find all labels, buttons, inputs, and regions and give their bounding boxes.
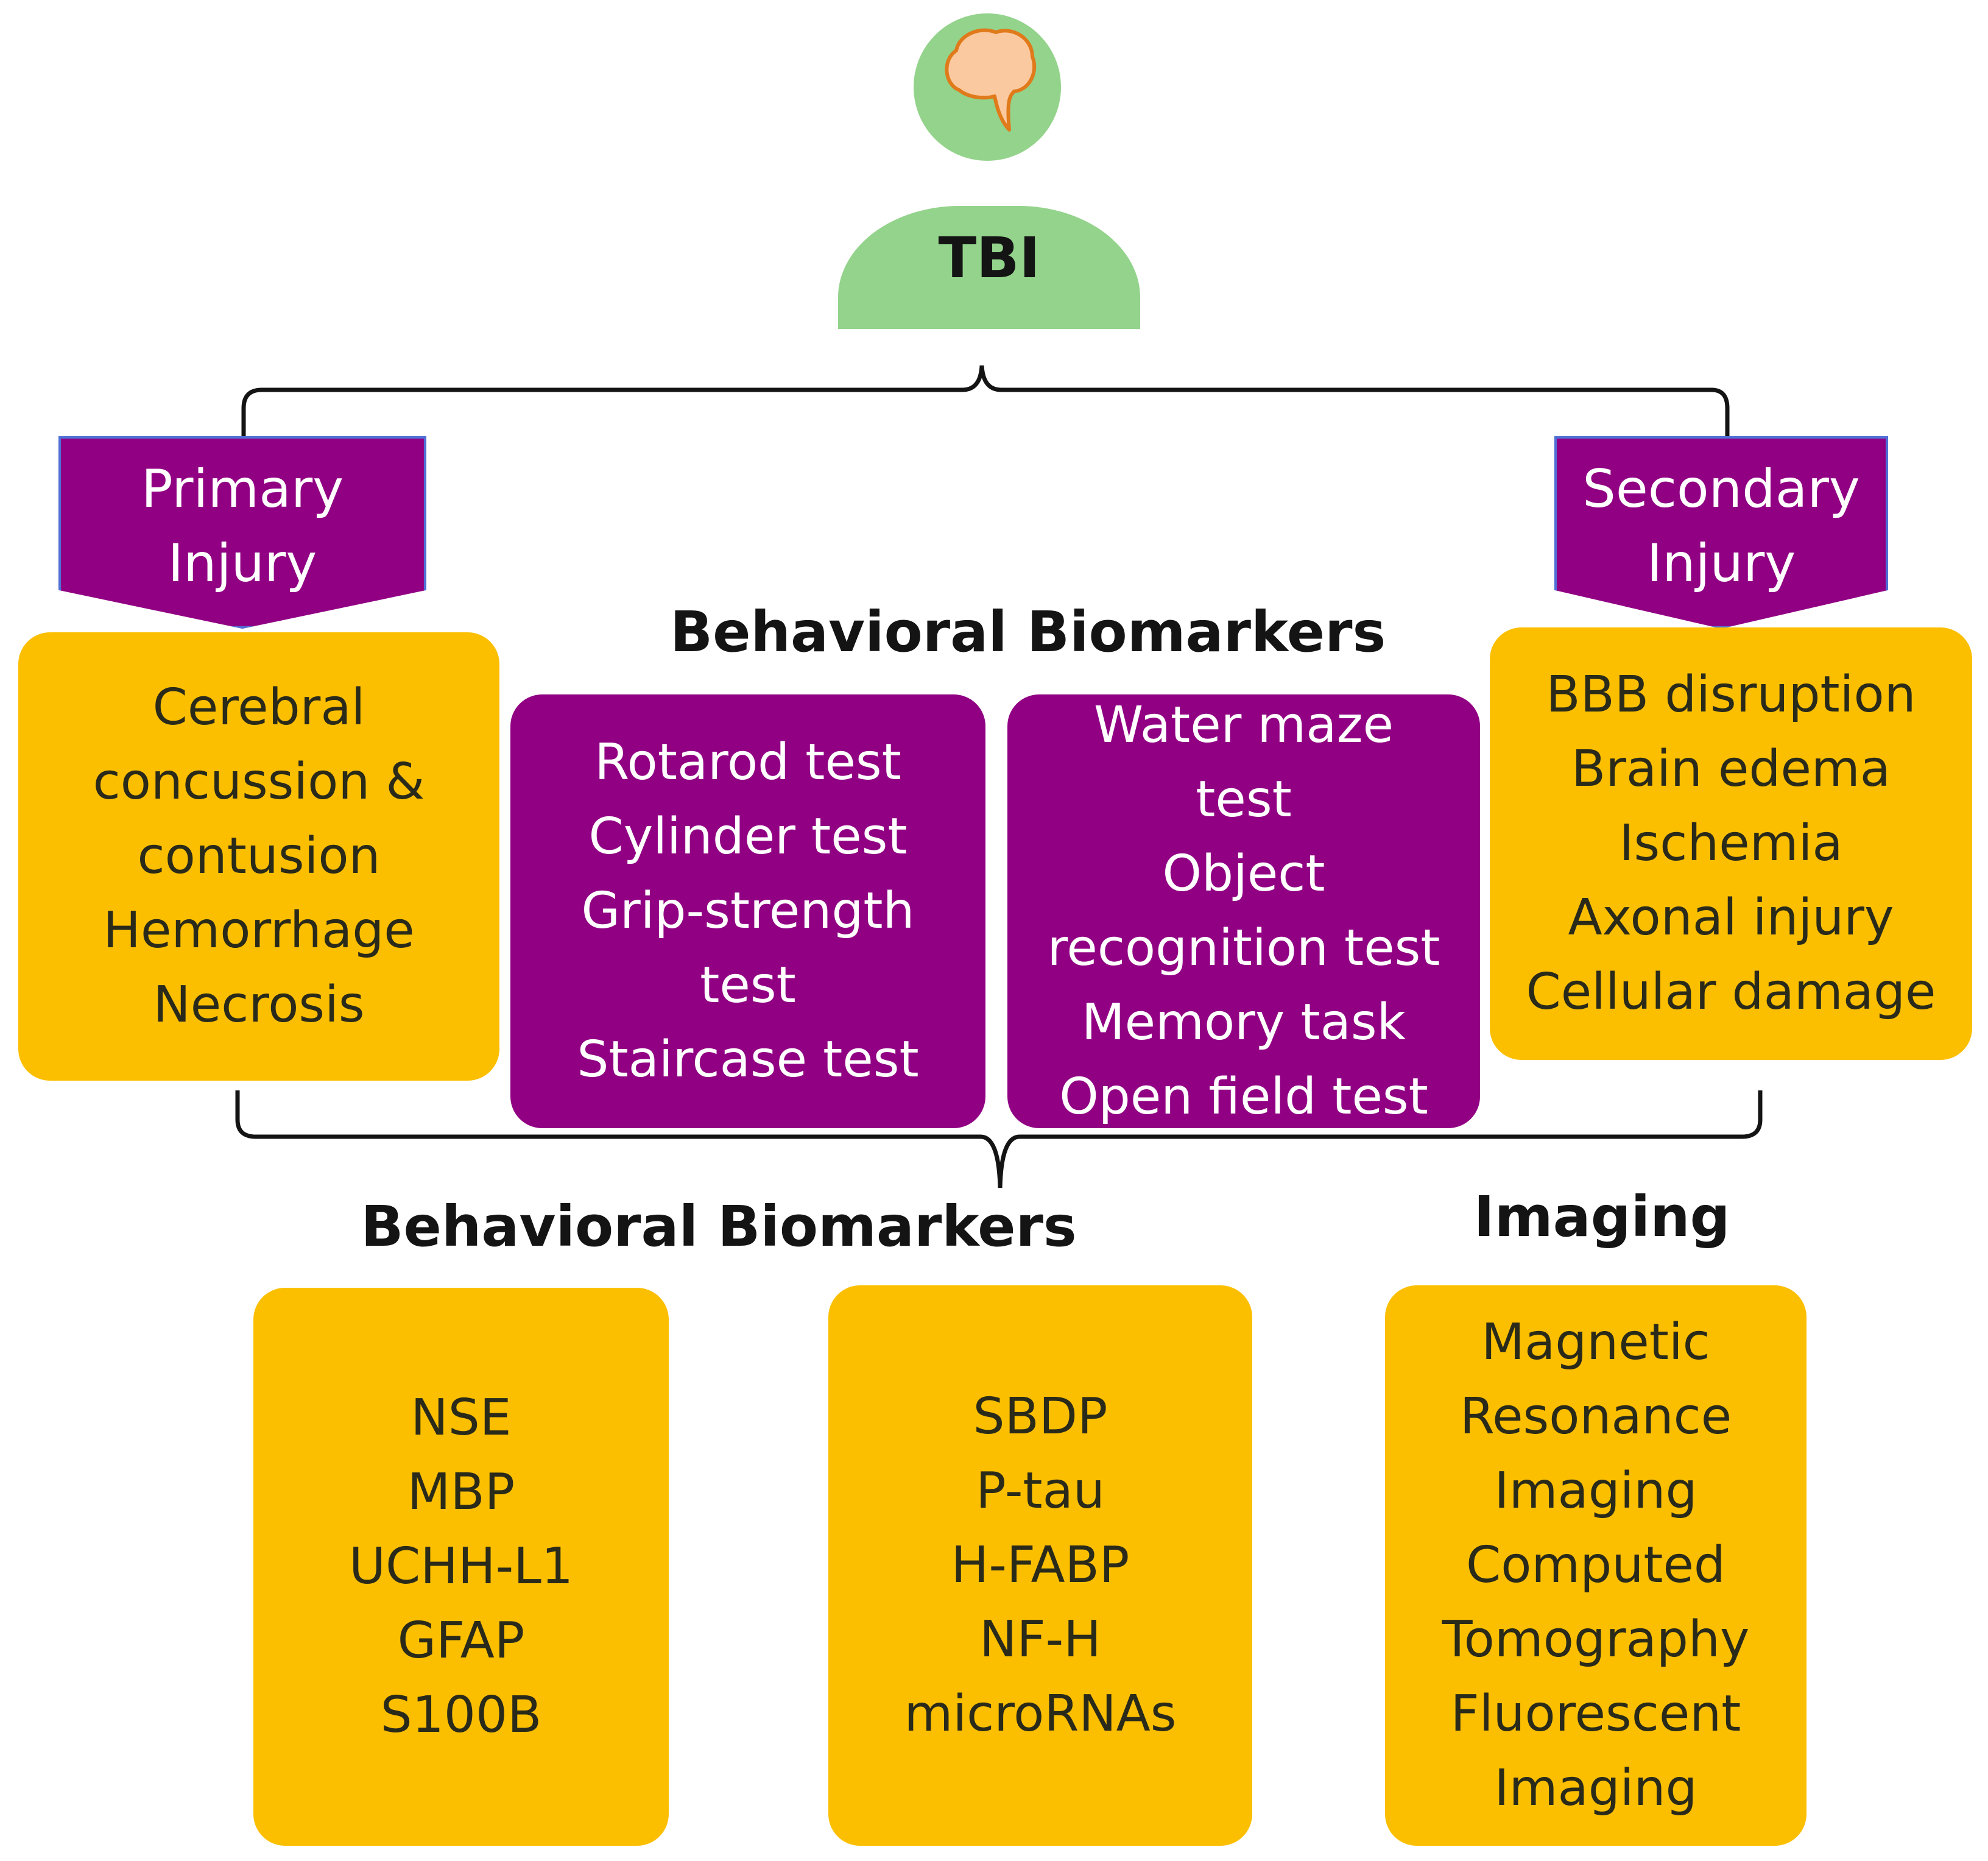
list-item: Ischemia bbox=[1619, 814, 1843, 872]
list-item: Imaging bbox=[1494, 1759, 1697, 1817]
list-item: Cellular damage bbox=[1526, 963, 1936, 1021]
cognitive-tests-box: Water maze test Object recognition test … bbox=[1007, 694, 1480, 1128]
list-item: Open field test bbox=[1059, 1068, 1428, 1126]
list-item: Magnetic bbox=[1481, 1313, 1710, 1371]
list-item: contusion bbox=[137, 827, 381, 885]
list-item: Hemorrhage bbox=[103, 902, 415, 959]
list-item: Imaging bbox=[1494, 1462, 1697, 1520]
list-item: Computed bbox=[1466, 1536, 1725, 1594]
imaging-heading: Imaging bbox=[1473, 1184, 1730, 1249]
list-item: S100B bbox=[380, 1686, 542, 1744]
secondary-injury-box: BBB disruption Brain edema Ischemia Axon… bbox=[1490, 627, 1972, 1060]
list-item: Fluorescent bbox=[1450, 1685, 1741, 1743]
primary-injury-banner: Primary Injury bbox=[58, 436, 426, 629]
list-item: test bbox=[700, 956, 796, 1014]
tbi-label: TBI bbox=[938, 225, 1040, 291]
list-item: Resonance bbox=[1459, 1388, 1732, 1446]
behavioral-biomarkers-heading-bottom: Behavioral Biomarkers bbox=[361, 1194, 1077, 1259]
list-item: NF-H bbox=[979, 1611, 1101, 1669]
list-item: Cerebral bbox=[152, 679, 365, 736]
top-brace bbox=[241, 365, 1730, 436]
secondary-injury-banner: Secondary Injury bbox=[1554, 436, 1888, 629]
list-item: BBB disruption bbox=[1546, 666, 1916, 724]
list-item: Rotarod test bbox=[594, 733, 901, 791]
list-item: Memory task bbox=[1081, 994, 1406, 1051]
list-item: H-FABP bbox=[951, 1536, 1130, 1594]
brain-icon bbox=[945, 28, 1037, 132]
person-torso bbox=[838, 206, 1140, 329]
list-item: GFAP bbox=[397, 1612, 525, 1670]
list-item: recognition test bbox=[1047, 919, 1440, 977]
list-item: UCHH-L1 bbox=[348, 1538, 574, 1595]
primary-injury-box: Cerebral concussion & contusion Hemorrha… bbox=[18, 632, 499, 1081]
list-item: microRNAs bbox=[904, 1685, 1177, 1743]
list-item: concussion & bbox=[93, 753, 425, 811]
list-item: SBDP bbox=[973, 1388, 1108, 1446]
biomarker-list-1: NSE MBP UCHH-L1 GFAP S100B bbox=[253, 1288, 669, 1846]
imaging-box: Magnetic Resonance Imaging Computed Tomo… bbox=[1385, 1285, 1806, 1846]
list-item: NSE bbox=[411, 1389, 512, 1447]
middle-brace bbox=[235, 1090, 1763, 1188]
banner-line: Injury bbox=[1646, 533, 1796, 594]
list-item: MBP bbox=[407, 1463, 515, 1521]
list-item: Brain edema bbox=[1571, 740, 1891, 798]
list-item: Object bbox=[1162, 845, 1325, 903]
banner-line: Injury bbox=[167, 533, 317, 594]
list-item: P-tau bbox=[976, 1462, 1105, 1520]
list-item: Necrosis bbox=[153, 976, 365, 1034]
biomarker-list-2: SBDP P-tau H-FABP NF-H microRNAs bbox=[828, 1285, 1252, 1846]
behavioral-biomarkers-heading-top: Behavioral Biomarkers bbox=[670, 599, 1386, 665]
list-item: Tomography bbox=[1442, 1611, 1750, 1669]
list-item: Cylinder test bbox=[588, 808, 908, 866]
list-item: Staircase test bbox=[577, 1031, 919, 1089]
motor-tests-box: Rotarod test Cylinder test Grip-strength… bbox=[510, 694, 985, 1128]
list-item: Axonal injury bbox=[1568, 889, 1894, 947]
list-item: Water maze bbox=[1093, 696, 1394, 754]
banner-line: Secondary bbox=[1582, 459, 1860, 520]
list-item: test bbox=[1196, 771, 1292, 828]
banner-line: Primary bbox=[141, 459, 344, 520]
list-item: Grip-strength bbox=[581, 882, 915, 940]
